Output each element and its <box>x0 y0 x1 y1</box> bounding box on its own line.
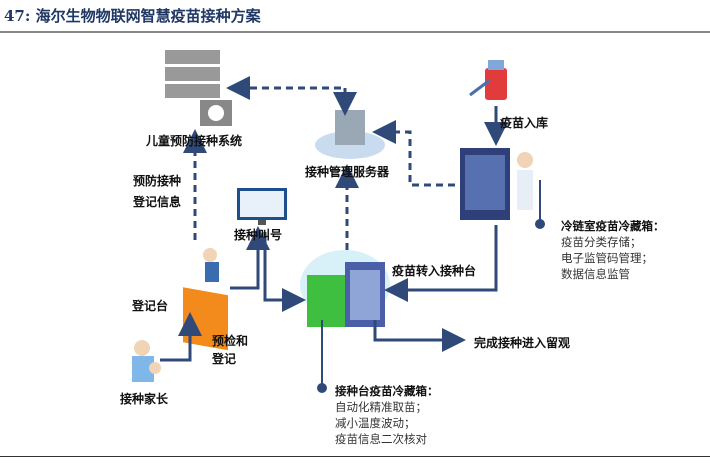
label-reg-info-1: 预防接种 <box>133 174 182 188</box>
station-line: 疫苗信息二次核对 <box>335 432 427 446</box>
solid-arrows <box>160 106 508 362</box>
station-line: 减小温度波动； <box>335 416 416 430</box>
footer-divider <box>0 456 710 457</box>
cold-room-fridge-icon <box>460 148 533 220</box>
cold-room-line: 疫苗分类存储； <box>561 235 642 249</box>
label-vaccine-in: 疫苗入库 <box>500 116 549 130</box>
parent-icon <box>132 340 161 382</box>
station-line: 自动化精准取苗； <box>335 400 427 414</box>
label-immunization-system: 儿童预防接种系统 <box>146 134 243 148</box>
cold-room-line: 数据信息监管 <box>561 267 630 281</box>
cold-room-note: 冷链室疫苗冷藏箱： 疫苗分类存储； 电子监管码管理； 数据信息监管 <box>561 218 665 282</box>
station-note: 接种台疫苗冷藏箱： 自动化精准取苗； 减小温度波动； 疫苗信息二次核对 <box>335 383 439 447</box>
dashed-arrows <box>183 76 455 250</box>
monitor-icon <box>237 188 287 225</box>
vaccination-station-fridge-icon <box>300 250 390 327</box>
server-rack-icon <box>165 50 232 126</box>
cloud-server-icon <box>315 110 385 159</box>
label-transfer: 疫苗转入接种台 <box>392 264 477 278</box>
callout-lines <box>317 180 545 393</box>
label-precheck-2: 登记 <box>212 352 237 366</box>
label-call-number: 接种叫号 <box>234 228 283 242</box>
station-heading: 接种台疫苗冷藏箱： <box>335 384 439 398</box>
cold-room-heading: 冷链室疫苗冷藏箱： <box>561 219 665 233</box>
label-reg-desk: 登记台 <box>132 299 169 313</box>
label-precheck-1: 预检和 <box>212 334 249 348</box>
label-parent: 接种家长 <box>120 392 169 406</box>
figure-title: 47: 海尔生物物联网智慧疫苗接种方案 <box>4 7 261 25</box>
vaccine-vial-icon <box>469 60 507 100</box>
label-complete: 完成接种进入留观 <box>474 336 571 350</box>
cold-room-line: 电子监管码管理； <box>561 251 653 265</box>
title-divider <box>0 31 710 33</box>
label-reg-info-2: 登记信息 <box>133 195 182 209</box>
label-mgmt-server: 接种管理服务器 <box>305 165 390 179</box>
